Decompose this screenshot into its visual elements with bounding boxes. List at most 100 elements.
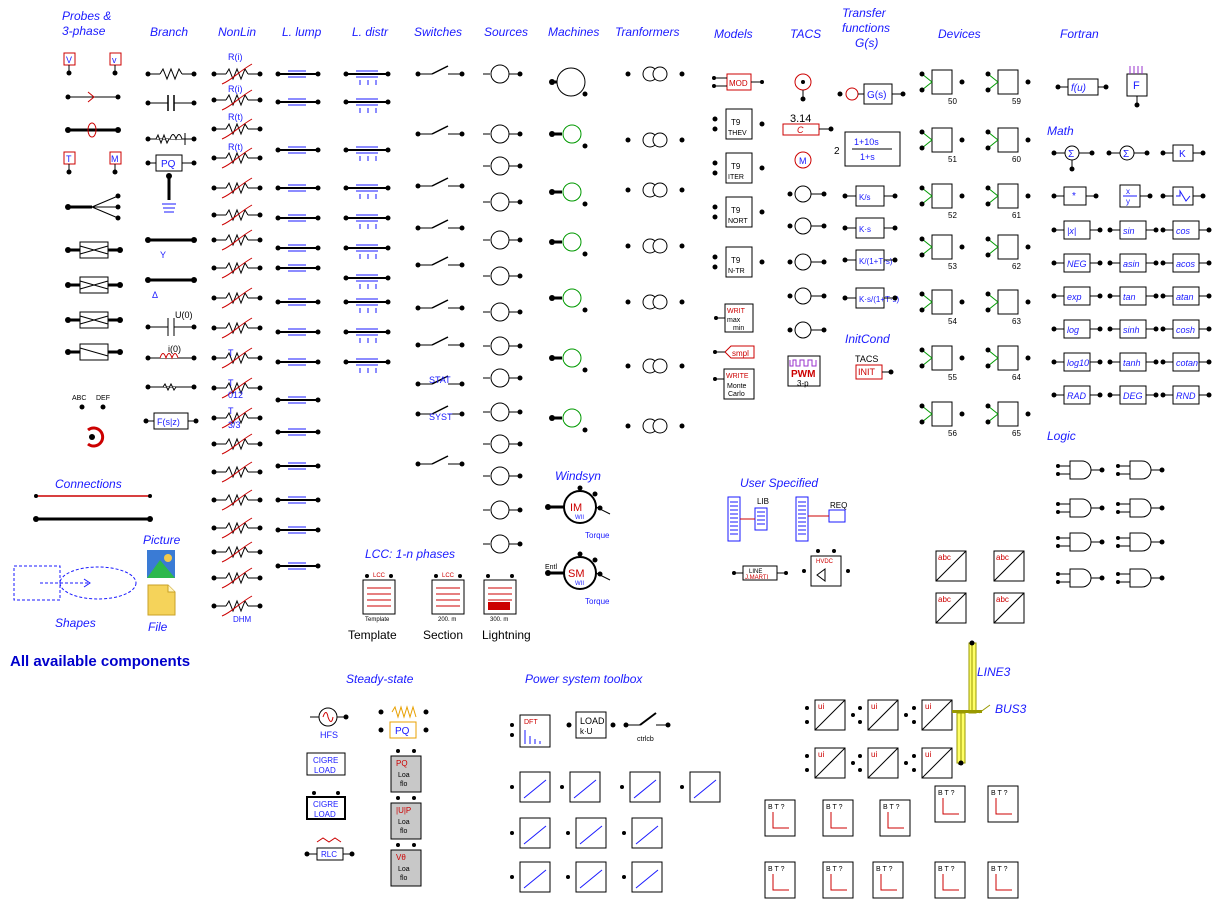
distributed-line-5[interactable] [343, 244, 391, 259]
logic-gate-4[interactable] [1116, 460, 1165, 480]
lumped-line-13[interactable] [275, 496, 321, 504]
tacs-probe-icon[interactable]: T [63, 151, 76, 175]
header-windsyn[interactable]: Windsyn [555, 469, 601, 483]
device-62[interactable]: 62 [985, 234, 1031, 271]
machine-1[interactable] [549, 124, 588, 149]
tacs-m-source-icon[interactable]: M [794, 151, 812, 169]
tacs-sources-stack[interactable] [787, 185, 827, 339]
tacs-source-1[interactable] [787, 217, 827, 235]
branch-probe-icon[interactable]: v [109, 52, 122, 76]
header-switches[interactable]: Switches [414, 25, 462, 39]
lumped-line-12[interactable] [275, 462, 321, 470]
math-func-cosh[interactable]: cosh [1160, 319, 1212, 339]
resistor-icon[interactable] [145, 67, 197, 81]
library-icon[interactable]: LIB [727, 496, 769, 542]
relay-block-2[interactable]: B T ? [879, 799, 911, 837]
relay-block-4[interactable]: B T ? [987, 785, 1019, 823]
distributed-line-0[interactable] [343, 70, 391, 85]
logic-gate-0[interactable] [1056, 460, 1105, 480]
device-60[interactable]: 60 [985, 127, 1031, 164]
lumped-line-6[interactable] [275, 264, 321, 272]
header-line3[interactable]: LINE3 [977, 665, 1011, 679]
device-63[interactable]: 63 [985, 289, 1031, 326]
multiply-block[interactable]: * [1051, 186, 1099, 206]
relay-block-6[interactable]: B T ? [822, 861, 854, 899]
header-steady-state[interactable]: Steady-state [346, 672, 414, 686]
source-3[interactable] [483, 192, 523, 212]
lumped-line-0[interactable] [275, 70, 321, 78]
nonlinear-element-12[interactable] [211, 407, 263, 429]
header-transformers[interactable]: Tranformers [615, 25, 679, 39]
3phase-wire-connection[interactable] [33, 516, 153, 522]
pq-load-icon[interactable]: PQ [145, 154, 197, 172]
lumped-line-7[interactable] [275, 298, 321, 306]
switch-1[interactable] [415, 125, 465, 137]
distributed-line-7[interactable] [343, 298, 391, 313]
math-func-acos[interactable]: acos [1160, 253, 1212, 273]
machine-3[interactable] [549, 232, 588, 257]
source-8[interactable] [483, 368, 523, 388]
device-56[interactable]: 56 [919, 401, 965, 438]
pst-block-5[interactable] [566, 817, 607, 849]
distributed-line-3[interactable] [343, 184, 391, 199]
lumped-line-8[interactable] [275, 328, 321, 336]
math-func-cos[interactable]: cos [1160, 220, 1212, 240]
pst-block-2[interactable] [620, 771, 661, 803]
nonlinear-element-4[interactable] [211, 177, 263, 199]
source-1[interactable] [483, 124, 523, 144]
header-models[interactable]: Models [714, 27, 753, 41]
pst-block-9[interactable] [622, 861, 663, 893]
relay-block-9[interactable]: B T ? [987, 861, 1019, 899]
nonlinear-element-14[interactable] [211, 461, 263, 483]
header-logic[interactable]: Logic [1047, 429, 1076, 443]
switch-7[interactable] [415, 375, 465, 387]
source-4[interactable] [483, 230, 523, 250]
logic-gate-2[interactable] [1056, 532, 1105, 552]
device-64[interactable]: 64 [985, 345, 1031, 382]
source-10[interactable] [483, 434, 523, 454]
hfs-source-icon[interactable]: HFS [310, 707, 349, 740]
switch-5[interactable] [415, 299, 465, 311]
ui-block-4[interactable]: ui [858, 747, 908, 779]
relay-block-3[interactable]: B T ? [934, 785, 966, 823]
relay-block-8[interactable]: B T ? [934, 861, 966, 899]
dft-block-icon[interactable]: DFT [510, 714, 551, 748]
current-probe-icon[interactable] [65, 91, 121, 103]
sum-block-1[interactable]: Σ [1051, 145, 1095, 172]
lumped-line-9[interactable] [275, 358, 321, 366]
source-2[interactable] [483, 156, 523, 176]
header-sources[interactable]: Sources [484, 25, 528, 39]
nonlinear-element-13[interactable] [211, 433, 263, 455]
tacs-constant-icon[interactable]: 3.14C [782, 113, 834, 136]
header-initcond[interactable]: InitCond [845, 332, 890, 346]
distributed-line-4[interactable] [343, 214, 391, 229]
tacs-source-3[interactable] [787, 287, 827, 305]
ui-block-0[interactable]: ui [805, 699, 855, 731]
abc-transform-2[interactable]: abc [935, 592, 967, 624]
nonlinear-element-9[interactable] [211, 317, 263, 339]
header-connections[interactable]: Connections [55, 477, 122, 491]
source-11[interactable] [483, 466, 523, 486]
tf-block-1[interactable]: K·s [842, 217, 898, 239]
rlc-branch-icon[interactable] [145, 133, 197, 145]
pst-block-3[interactable] [680, 771, 721, 803]
logic-gate-3[interactable] [1056, 568, 1105, 588]
transformer-2[interactable] [625, 182, 685, 198]
nonlinear-element-7[interactable] [211, 257, 263, 279]
header-machines[interactable]: Machines [548, 25, 599, 39]
tacs-source-icon[interactable] [794, 73, 812, 102]
picture-icon[interactable] [147, 550, 175, 578]
switch-2[interactable] [415, 177, 465, 189]
ctrl-cb-icon[interactable]: ctrlcb [623, 712, 671, 743]
math-func-sinh[interactable]: sinh [1107, 319, 1159, 339]
nonlinear-element-8[interactable] [211, 287, 263, 309]
tf-block-0[interactable]: K/s [842, 185, 898, 207]
switch-4[interactable] [415, 256, 465, 268]
